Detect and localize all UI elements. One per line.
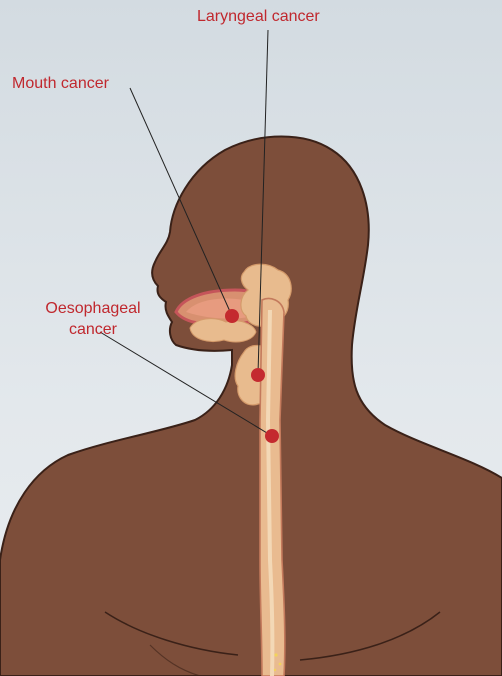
mouth-cancer-label: Mouth cancer — [12, 73, 109, 94]
laryngeal-cancer-label: Laryngeal cancer — [197, 6, 320, 27]
oesophageal-label-line1: Oesophageal — [38, 298, 148, 319]
food-particle — [274, 653, 277, 656]
body-silhouette — [0, 137, 502, 676]
oesophageal-cancer-marker — [265, 429, 279, 443]
oesophageal-cancer-label: Oesophageal cancer — [38, 298, 148, 340]
food-particle — [274, 669, 276, 671]
mouth-cancer-marker — [225, 309, 239, 323]
laryngeal-cancer-marker — [251, 368, 265, 382]
oesophageal-label-line2: cancer — [38, 319, 148, 340]
food-particle — [279, 663, 282, 666]
